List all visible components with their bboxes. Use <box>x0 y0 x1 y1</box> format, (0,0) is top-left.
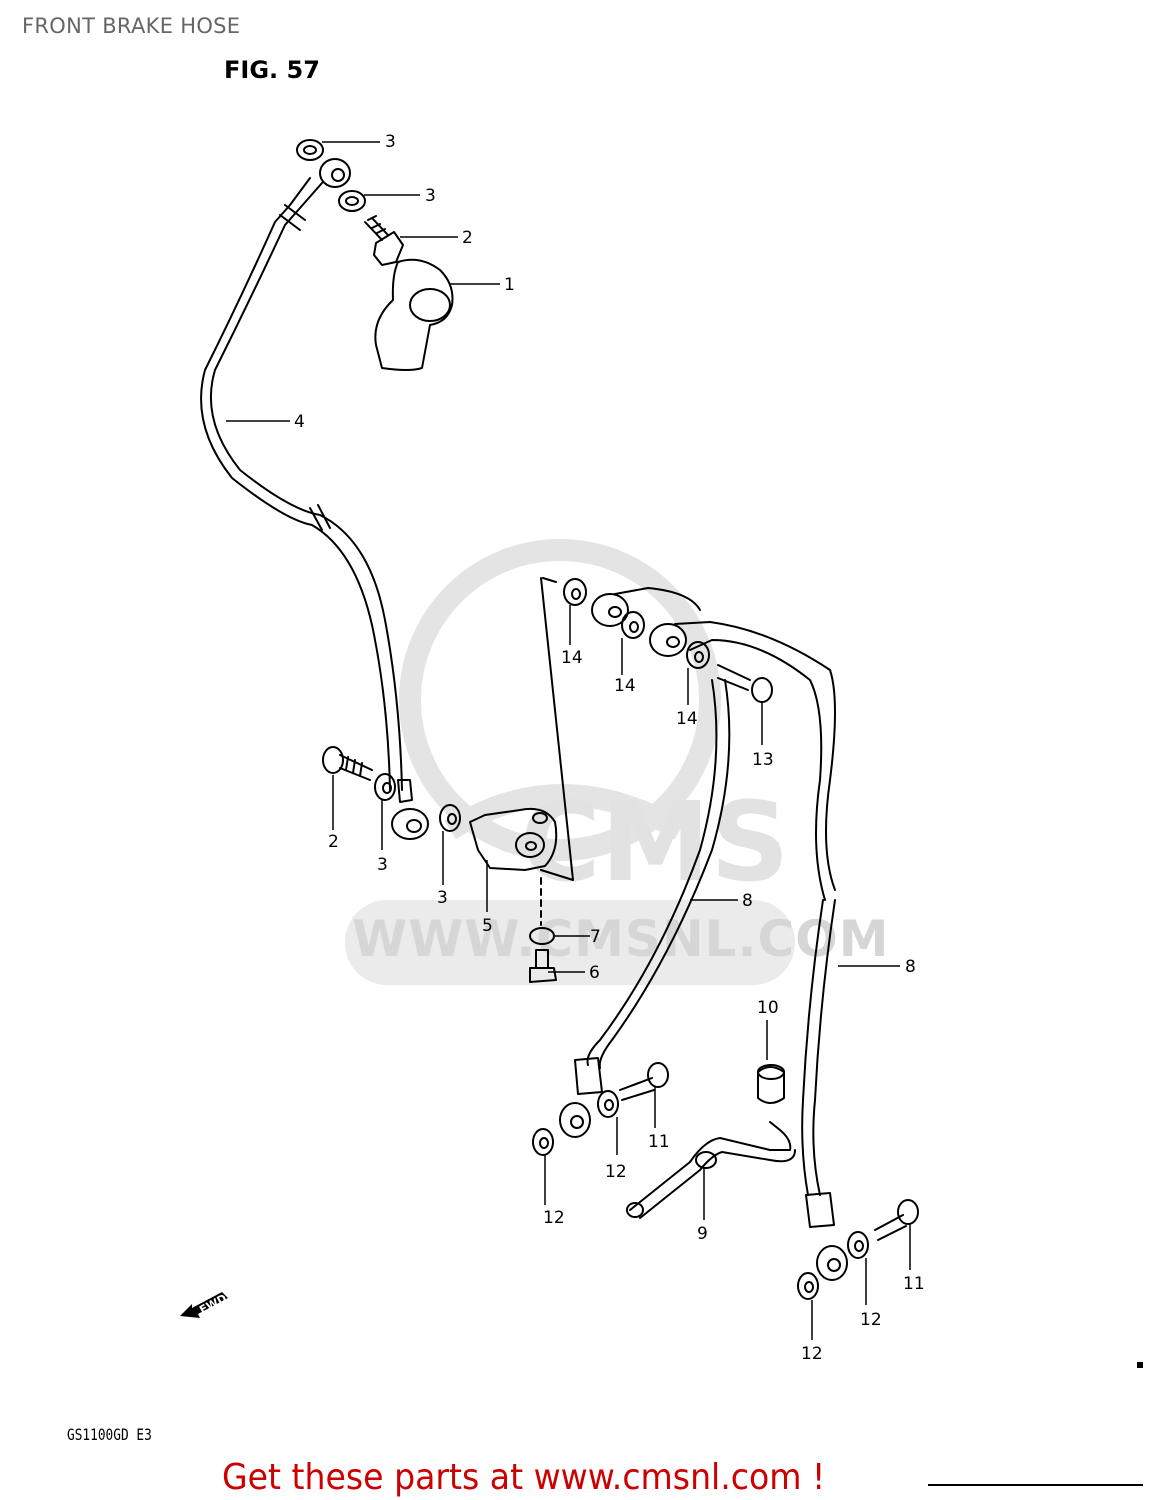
callout-5: 5 <box>482 916 493 936</box>
callout-8: 8 <box>742 891 753 911</box>
washer-12-a <box>532 1128 554 1156</box>
callout-3: 3 <box>437 888 448 908</box>
bolt-6 <box>535 949 549 969</box>
svg-text:FWD: FWD <box>197 1292 229 1317</box>
watermark-text: WWW.CMSNL.COM <box>352 910 890 968</box>
callout-11: 11 <box>903 1274 925 1294</box>
banjo-8-lower-left <box>559 1102 591 1138</box>
callout-12: 12 <box>605 1162 627 1182</box>
master-cylinder-union-1 <box>374 258 454 371</box>
bolt-2-top <box>364 215 389 241</box>
callout-11: 11 <box>648 1132 670 1152</box>
banjo-8-lower-right <box>816 1245 848 1281</box>
page-title: FRONT BRAKE HOSE <box>22 14 241 38</box>
marker-dot <box>1137 1362 1143 1368</box>
callout-7: 7 <box>590 927 601 947</box>
callout-14: 14 <box>614 676 636 696</box>
callout-13: 13 <box>752 750 774 770</box>
hose-8-right <box>812 899 836 1196</box>
bolt-11-left <box>619 1077 655 1101</box>
washer-3-right <box>439 804 461 832</box>
grommet-10 <box>757 1066 785 1104</box>
callout-12: 12 <box>801 1344 823 1364</box>
washer-12-b <box>597 1090 619 1118</box>
callout-12: 12 <box>543 1208 565 1228</box>
callout-9: 9 <box>697 1224 708 1244</box>
callout-12: 12 <box>860 1310 882 1330</box>
washer-14-c <box>686 641 710 669</box>
washer-3-left <box>374 773 396 801</box>
bolt-11-right <box>874 1214 907 1241</box>
figure-number: FIG. 57 <box>224 56 320 84</box>
bolt-2-lower <box>322 746 344 774</box>
callout-3: 3 <box>377 855 388 875</box>
promo-link[interactable]: Get these parts at www.cmsnl.com ! <box>222 1457 826 1498</box>
watermark-logo-icon <box>399 539 721 861</box>
banjo-8-right <box>649 623 687 657</box>
washer-14-a <box>563 578 587 606</box>
hose-4 <box>209 182 403 791</box>
callout-3: 3 <box>425 186 436 206</box>
bolt-13 <box>717 664 751 691</box>
callout-4: 4 <box>294 412 305 432</box>
clamp-bracket-9 <box>629 1121 796 1219</box>
banjo-junction <box>391 808 429 840</box>
callout-10: 10 <box>757 998 779 1018</box>
washer-3-second <box>338 190 366 212</box>
washer-12-c <box>797 1272 819 1300</box>
callout-14: 14 <box>561 648 583 668</box>
watermark-background <box>345 900 795 985</box>
banjo-8-left <box>591 593 629 627</box>
washer-14-b <box>621 611 645 639</box>
forward-arrow-icon: FWD <box>180 1292 229 1318</box>
callout-14: 14 <box>676 709 698 729</box>
promo-underline <box>928 1484 1143 1486</box>
callout-2: 2 <box>328 832 339 852</box>
callout-2: 2 <box>462 228 473 248</box>
washer-3-top <box>296 139 324 161</box>
watermark-logo-text: CMS <box>520 778 789 906</box>
washer-12-d <box>847 1231 869 1259</box>
hose-joint-5 <box>469 807 558 871</box>
callout-8: 8 <box>905 957 916 977</box>
callout-3: 3 <box>385 132 396 152</box>
callout-1: 1 <box>504 275 515 295</box>
callout-6: 6 <box>589 963 600 983</box>
hose-8-left <box>586 679 718 1066</box>
model-code: GS1100GD E3 <box>67 1425 152 1444</box>
leader-lines <box>226 141 911 1340</box>
lock-washer-7 <box>529 927 555 945</box>
banjo-top <box>319 158 351 188</box>
